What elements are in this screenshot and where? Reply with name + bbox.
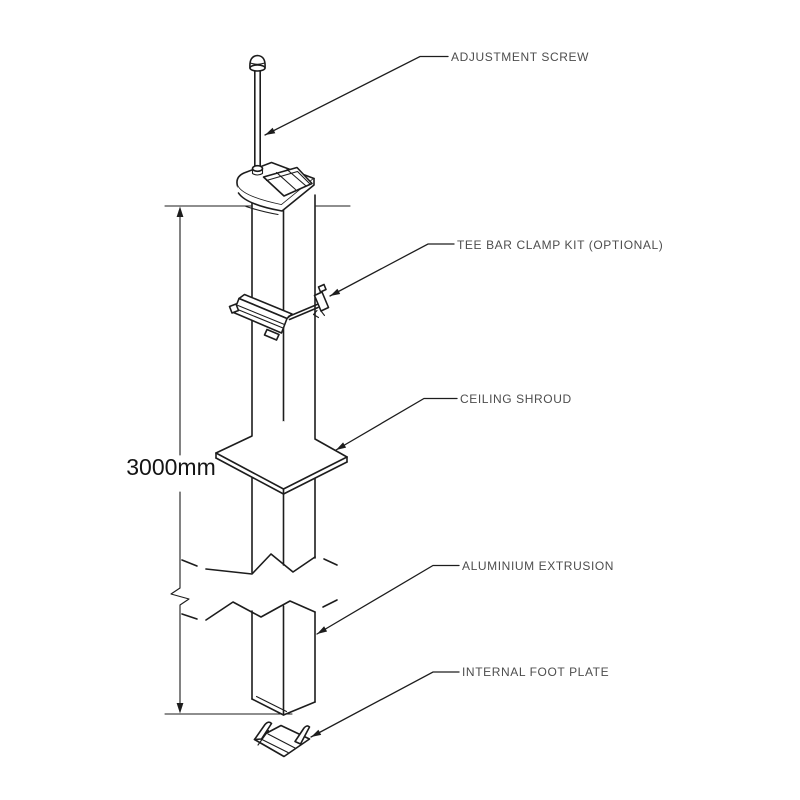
column-bottom-edges <box>251 698 316 716</box>
leader-ceiling-shroud <box>335 397 458 451</box>
ceiling-shroud-drawing <box>215 421 348 495</box>
clamp-rod <box>287 303 319 321</box>
break-dash <box>181 613 198 620</box>
lower-column <box>181 599 338 716</box>
dimension-arrow-up <box>176 206 184 217</box>
clamp-tab <box>263 328 280 341</box>
dimension-arrow-down <box>176 703 184 714</box>
break-dash <box>181 559 198 567</box>
leader-tee-bar-clamp <box>329 243 455 297</box>
screw-shaft <box>254 70 261 167</box>
dimension-3000mm <box>164 205 351 715</box>
clamp-right-bolt <box>317 283 327 293</box>
label-ceiling-shroud: CEILING SHROUD <box>460 392 572 406</box>
foot-plate-left-flange <box>253 721 273 741</box>
leader-aluminium-extrusion <box>316 564 460 635</box>
label-adjustment-screw: ADJUSTMENT SCREW <box>451 50 590 64</box>
internal-foot-plate-drawing <box>253 721 311 758</box>
label-aluminium-extrusion: ALUMINIUM EXTRUSION <box>462 559 615 573</box>
cap-ribs <box>275 168 307 191</box>
break-dash <box>322 599 338 608</box>
tee-bar-clamp-drawing <box>228 283 330 341</box>
break-dash <box>323 558 338 566</box>
leader-internal-foot-plate <box>310 671 460 738</box>
label-tee-bar-clamp-kit: TEE BAR CLAMP KIT (OPTIONAL) <box>457 238 664 252</box>
clamp-right-bracket <box>313 291 330 312</box>
top-cap-bracket <box>236 161 315 216</box>
leader-adjustment-screw <box>264 55 449 136</box>
dimension-text: 3000mm <box>126 454 216 480</box>
screw-collar <box>251 164 264 173</box>
adjustment-screw-drawing <box>249 54 266 176</box>
foot-plate-right-flange <box>294 725 311 745</box>
label-internal-foot-plate: INTERNAL FOOT PLATE <box>462 665 610 679</box>
clamp-bolt <box>228 303 240 314</box>
upper-column <box>181 194 338 575</box>
